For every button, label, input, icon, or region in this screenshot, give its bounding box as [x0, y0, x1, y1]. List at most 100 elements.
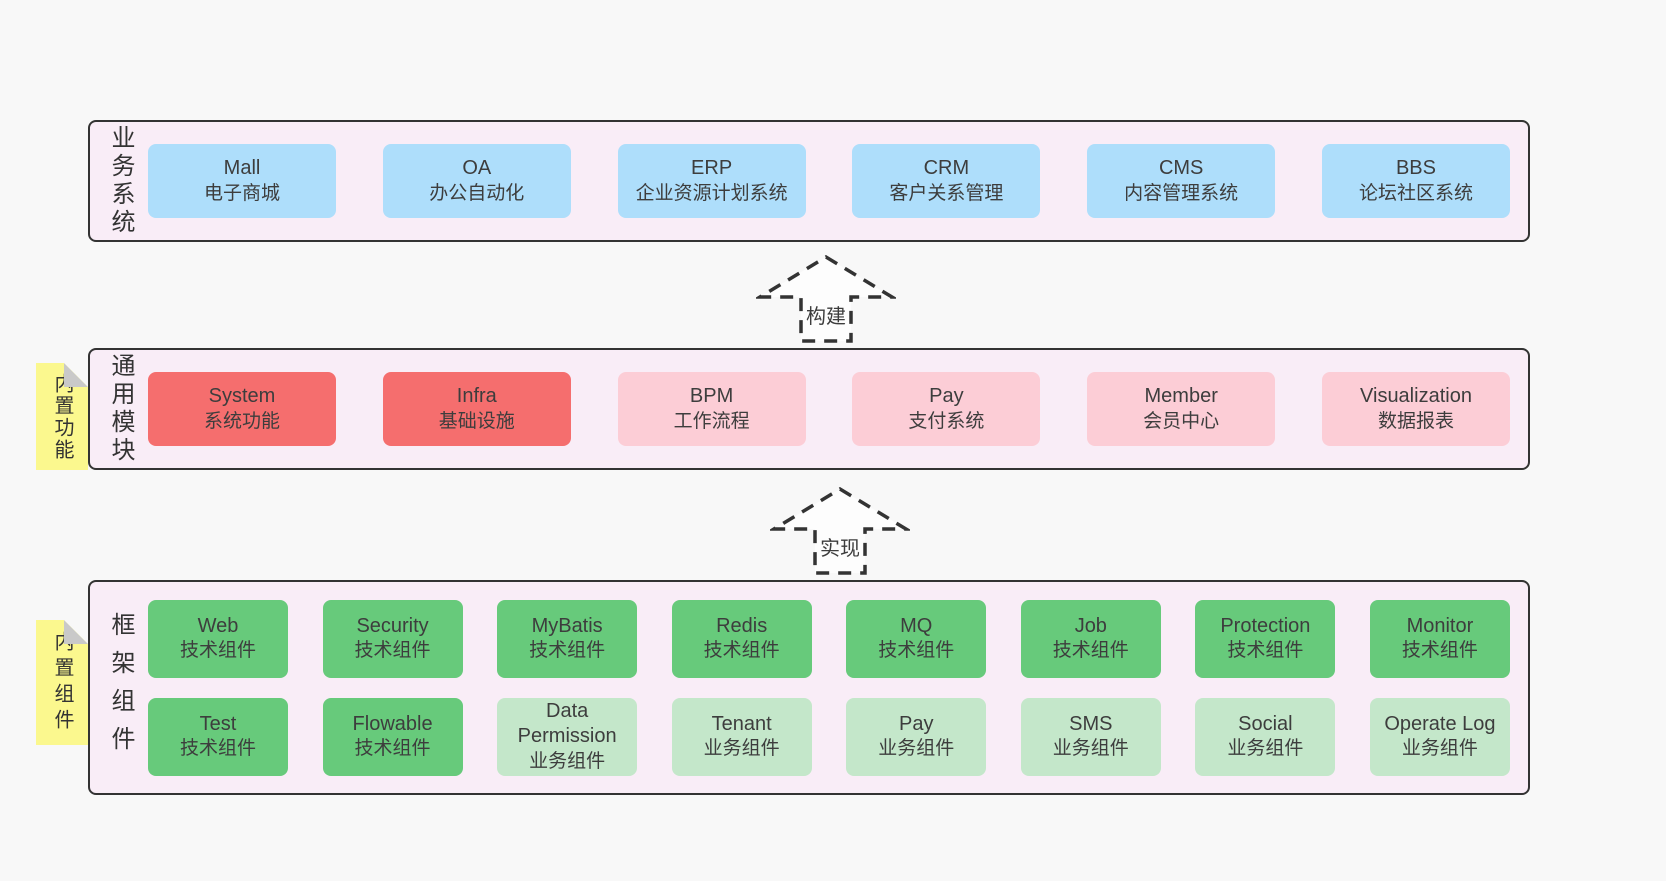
box-name: CMS — [1158, 157, 1204, 180]
box-operate-log: Operate Log 业务组件 — [1369, 697, 1510, 776]
box-name: Job — [1074, 614, 1107, 637]
box-name: Tenant — [711, 712, 772, 735]
box-name: MyBatis — [531, 614, 603, 637]
box-web: Web 技术组件 — [148, 599, 288, 678]
box-desc: 基础设施 — [438, 410, 515, 432]
box-security: Security 技术组件 — [322, 599, 463, 678]
box-desc: 业务组件 — [1401, 738, 1478, 760]
box-name: Operate Log — [1384, 712, 1496, 735]
box-desc: 办公自动化 — [429, 182, 525, 204]
box-desc: 会员中心 — [1143, 410, 1220, 432]
box-desc: 技术组件 — [878, 640, 955, 662]
box-name: BBS — [1395, 157, 1436, 180]
box-desc: 业务组件 — [878, 738, 955, 760]
box-name: MQ — [900, 614, 933, 637]
box-desc: 技术组件 — [1052, 640, 1129, 662]
box-name: OA — [462, 157, 492, 180]
box-desc: 数据报表 — [1377, 410, 1454, 432]
box-name: CRM — [923, 157, 970, 180]
box-name: Test — [199, 712, 237, 735]
box-test: Test 技术组件 — [148, 697, 288, 776]
box-desc: 电子商城 — [203, 182, 280, 204]
box-flowable: Flowable 技术组件 — [322, 697, 463, 776]
box-name: Monitor — [1406, 614, 1474, 637]
box-name: Visualization — [1360, 385, 1472, 408]
box-desc: 业务组件 — [1227, 738, 1304, 760]
box-name: Data Permission — [517, 699, 617, 748]
box-mybatis: MyBatis 技术组件 — [497, 599, 638, 678]
box-desc: 技术组件 — [1401, 640, 1478, 662]
box-social: Social 业务组件 — [1195, 697, 1336, 776]
box-name: Mall — [223, 157, 261, 180]
implement-arrow-icon: 实现 — [770, 486, 910, 576]
box-desc: 内容管理系统 — [1124, 182, 1239, 204]
box-name: Web — [197, 614, 239, 637]
box-name: Redis — [716, 614, 768, 637]
box-name: Pay — [899, 712, 934, 735]
box-name: Social — [1238, 712, 1293, 735]
box-protection: Protection 技术组件 — [1195, 599, 1336, 678]
box-name: System — [208, 385, 276, 408]
box-tenant: Tenant 业务组件 — [671, 697, 812, 776]
box-mq: MQ 技术组件 — [846, 599, 987, 678]
build-arrow-icon: 构建 — [756, 254, 896, 344]
dashed-up-arrow-icon — [756, 254, 896, 343]
panel-label-common-modules: 通用模块 — [107, 353, 134, 465]
build-arrow-label: 构建 — [804, 300, 848, 329]
box-desc: 工作流程 — [673, 410, 750, 432]
box-name: Security — [356, 614, 429, 637]
box-name: ERP — [691, 157, 733, 180]
box-monitor: Monitor 技术组件 — [1369, 599, 1510, 678]
box-name: BPM — [689, 385, 734, 408]
box-desc: 业务组件 — [1052, 738, 1129, 760]
box-name: SMS — [1069, 712, 1113, 735]
box-desc: 技术组件 — [1227, 640, 1304, 662]
box-desc: 技术组件 — [354, 640, 431, 662]
box-pay: Pay 业务组件 — [846, 697, 987, 776]
box-desc: 业务组件 — [703, 738, 780, 760]
box-job: Job 技术组件 — [1020, 599, 1161, 678]
panel-label-framework-components: 框架组件 — [107, 611, 134, 764]
box-desc: 客户关系管理 — [889, 182, 1004, 204]
panel-label-business-systems: 业务系统 — [107, 125, 134, 237]
box-redis: Redis 技术组件 — [671, 599, 812, 678]
box-desc: 技术组件 — [529, 640, 606, 662]
box-sms: SMS 业务组件 — [1020, 697, 1161, 776]
box-desc: 技术组件 — [354, 738, 431, 760]
box-name: Flowable — [352, 712, 433, 735]
box-desc: 业务组件 — [529, 750, 606, 772]
sticky-note-built-in-features: 内置功能 — [36, 363, 88, 470]
box-name: Infra — [456, 385, 497, 408]
box-desc: 技术组件 — [703, 640, 780, 662]
sticky-note-built-in-components: 内置组件 — [36, 620, 88, 745]
box-name: Member — [1144, 385, 1218, 408]
dashed-up-arrow-icon — [770, 486, 910, 575]
box-name: Protection — [1220, 614, 1311, 637]
box-desc: 技术组件 — [179, 640, 256, 662]
box-desc: 支付系统 — [908, 410, 985, 432]
box-name: Pay — [929, 385, 964, 408]
box-desc: 技术组件 — [179, 738, 256, 760]
